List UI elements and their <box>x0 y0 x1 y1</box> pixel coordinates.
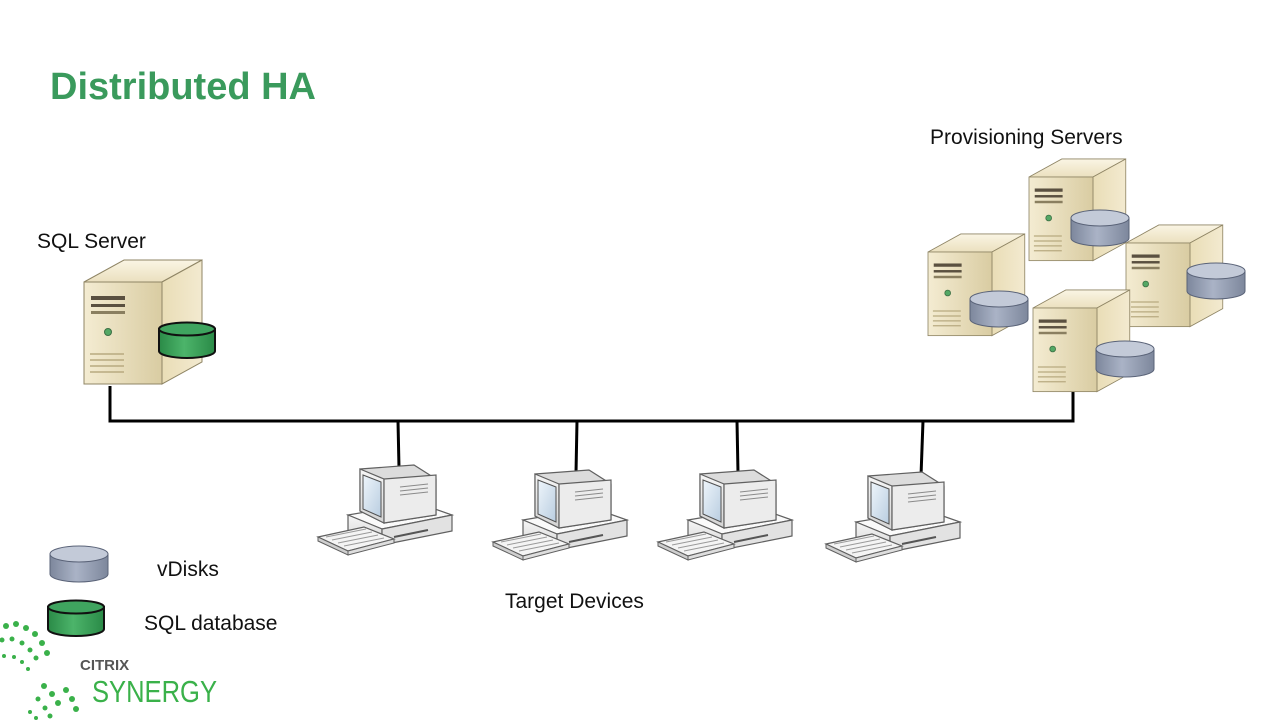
citrix-synergy-logo: CITRIX SYNERGY <box>0 621 217 720</box>
target-devices-label: Target Devices <box>505 590 644 613</box>
sql-server-icon <box>83 259 216 385</box>
target-device-4-icon <box>825 471 961 563</box>
sql-server-label: SQL Server <box>37 230 146 253</box>
legend-vdisks-label: vDisks <box>157 558 219 581</box>
sql-database-icon <box>158 321 216 359</box>
vdisk-icon <box>1095 340 1155 378</box>
target-device-2-icon <box>492 469 628 561</box>
network-bus <box>108 386 1075 477</box>
provisioning-server-2-icon <box>1125 224 1246 328</box>
legend-vdisk-icon <box>49 545 109 583</box>
provisioning-servers-label: Provisioning Servers <box>930 126 1123 149</box>
target-device-1-icon <box>317 464 453 556</box>
vdisk-icon <box>1070 209 1130 247</box>
logo-dotted-ring-icon <box>0 621 79 720</box>
logo-synergy-text: SYNERGY <box>92 674 217 709</box>
provisioning-server-1-icon <box>1028 158 1130 262</box>
vdisk-icon <box>1186 262 1246 300</box>
provisioning-server-3-icon <box>927 233 1029 337</box>
logo-citrix-text: CITRIX <box>80 657 129 674</box>
legend-sql-database-label: SQL database <box>144 612 278 635</box>
slide-title: Distributed HA <box>50 66 316 108</box>
legend-sql-database-icon <box>47 599 105 637</box>
vdisk-icon <box>969 290 1029 328</box>
target-device-3-icon <box>657 469 793 561</box>
